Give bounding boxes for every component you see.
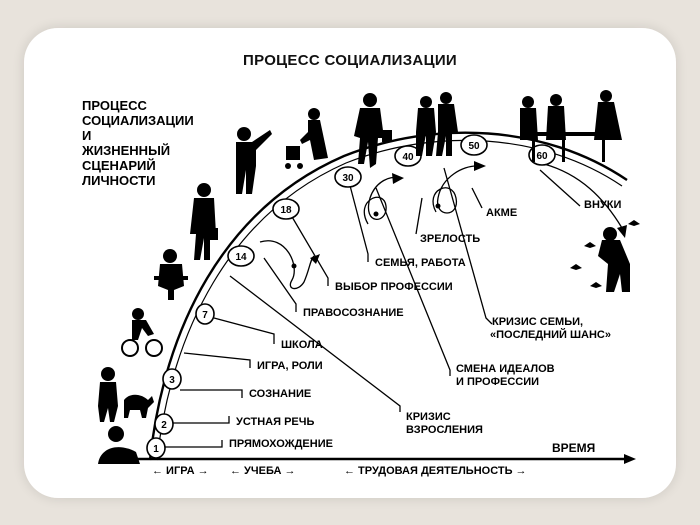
slide-title: ПРОЦЕСС СОЦИАЛИЗАЦИИ xyxy=(243,52,457,69)
stage-family-work: СЕМЬЯ, РАБОТА xyxy=(375,257,466,269)
diagram-heading: ПРОЦЕСС СОЦИАЛИЗАЦИИ И ЖИЗНЕННЫЙ СЦЕНАРИ… xyxy=(81,98,194,188)
stage-school: ШКОЛА xyxy=(281,339,323,351)
age-marker: 18 xyxy=(272,198,300,220)
stage-ideals-change: И ПРОФЕССИИ xyxy=(456,376,539,388)
heading-line: И xyxy=(82,128,91,143)
stage-profession-choice: ВЫБОР ПРОФЕССИИ xyxy=(335,281,453,293)
stage-legal-awareness: ПРАВОСОЗНАНИЕ xyxy=(303,307,404,319)
time-axis-label: ВРЕМЯ xyxy=(552,441,595,455)
age-marker: 50 xyxy=(460,134,488,156)
life-arc xyxy=(148,131,628,461)
crawling-baby-icon xyxy=(98,426,140,464)
police-officer-icon xyxy=(236,127,272,194)
age-marker: 7 xyxy=(195,303,215,325)
svg-text:2: 2 xyxy=(161,420,167,431)
student-at-desk-icon xyxy=(154,249,188,300)
stage-grandchildren: ВНУКИ xyxy=(584,199,621,211)
age-marker: 14 xyxy=(227,245,255,267)
development-loops xyxy=(259,161,627,290)
svg-text:14: 14 xyxy=(235,252,247,263)
stage-consciousness: СОЗНАНИЕ xyxy=(249,388,311,400)
svg-text:3: 3 xyxy=(169,375,175,386)
phase-play-label: ← ИГРА → xyxy=(152,465,209,477)
svg-text:30: 30 xyxy=(342,173,354,184)
stage-play-roles: ИГРА, РОЛИ xyxy=(257,360,323,372)
stage-speech: УСТНАЯ РЕЧЬ xyxy=(236,416,314,428)
young-man-icon xyxy=(190,183,218,260)
heading-line: ЖИЗНЕННЫЙ xyxy=(81,143,170,158)
stage-family-crisis: КРИЗИС СЕМЬИ, xyxy=(492,316,583,328)
age-marker: 1 xyxy=(146,437,166,459)
heading-line: ПРОЦЕСС xyxy=(82,98,148,113)
businessman-icon xyxy=(354,93,392,168)
child-with-dog-icon xyxy=(98,367,154,422)
socialization-diagram: ПРОЦЕСС СОЦИАЛИЗАЦИИ И ЖИЗНЕННЫЙ СЦЕНАРИ… xyxy=(36,78,664,490)
family-at-table-icon xyxy=(520,90,622,162)
stage-crisis-growing-up: КРИЗИС xyxy=(406,411,451,423)
age-marker: 2 xyxy=(154,413,174,435)
stage-crisis-growing-up: ВЗРОСЛЕНИЯ xyxy=(406,424,483,436)
grandparent-feeding-birds-icon xyxy=(570,220,640,292)
age-marker: 3 xyxy=(162,368,182,390)
connector-lines xyxy=(164,167,581,448)
stage-labels: ПРЯМОХОЖДЕНИЕ УСТНАЯ РЕЧЬ СОЗНАНИЕ ИГРА,… xyxy=(229,199,621,450)
slide-card: ПРОЦЕСС СОЦИАЛИЗАЦИИ ПРОЦЕСС СОЦИАЛИЗАЦИ… xyxy=(24,28,676,498)
age-markers: 1 2 3 7 14 18 xyxy=(146,134,556,459)
svg-text:60: 60 xyxy=(536,151,548,162)
phase-study-label: ← УЧЕБА → xyxy=(230,465,295,477)
stage-walking: ПРЯМОХОЖДЕНИЕ xyxy=(229,438,333,450)
age-marker: 60 xyxy=(528,144,556,166)
svg-text:50: 50 xyxy=(468,141,480,152)
stage-maturity: ЗРЕЛОСТЬ xyxy=(420,233,480,245)
age-marker: 30 xyxy=(334,166,362,188)
svg-text:40: 40 xyxy=(402,152,414,163)
heading-line: СОЦИАЛИЗАЦИИ xyxy=(82,113,194,128)
heading-line: ЛИЧНОСТИ xyxy=(82,173,155,188)
stage-ideals-change: СМЕНА ИДЕАЛОВ xyxy=(456,363,555,375)
svg-text:7: 7 xyxy=(202,310,208,321)
couple-icon xyxy=(416,92,458,156)
stage-acme: АКМЕ xyxy=(486,207,517,219)
child-on-bicycle-icon xyxy=(121,308,163,357)
svg-text:1: 1 xyxy=(153,444,159,455)
phase-work-label: ← ТРУДОВАЯ ДЕЯТЕЛЬНОСТЬ → xyxy=(344,465,527,477)
stage-family-crisis: «ПОСЛЕДНИЙ ШАНС» xyxy=(490,328,611,341)
parent-with-stroller-icon xyxy=(285,108,328,169)
svg-text:18: 18 xyxy=(280,205,292,216)
heading-line: СЦЕНАРИЙ xyxy=(82,158,156,173)
time-axis-arrowhead xyxy=(624,454,636,464)
